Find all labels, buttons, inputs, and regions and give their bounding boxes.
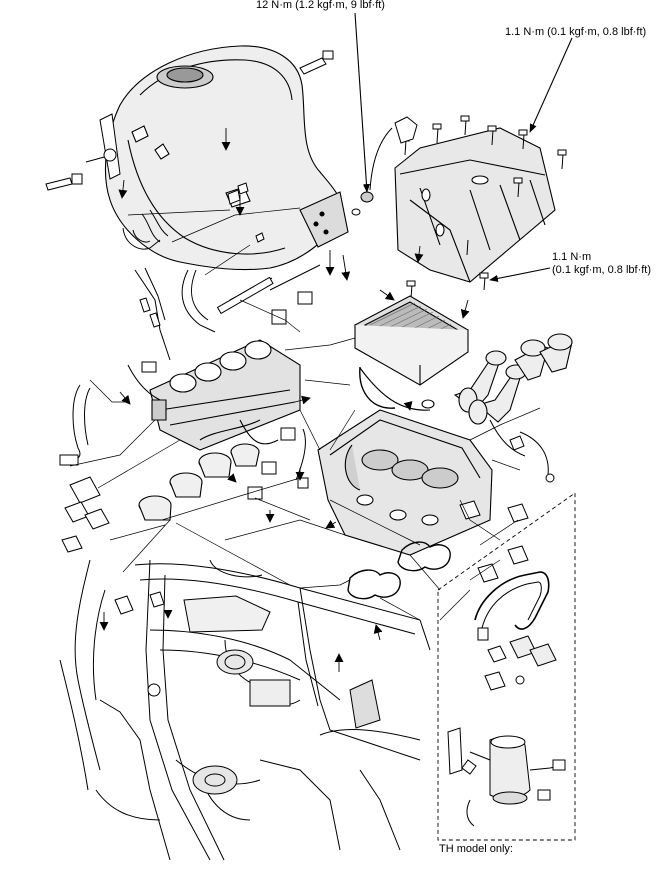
frame-and-engine [60, 560, 430, 860]
intake-insulators [139, 444, 259, 520]
throttle-body [150, 340, 300, 450]
fuel-tank [105, 46, 348, 270]
air-cleaner-cover [395, 128, 555, 282]
air-funnels [455, 334, 572, 424]
cover-screws [401, 116, 566, 298]
hoses-and-cables [64, 210, 548, 480]
housing-gaskets [348, 367, 450, 599]
th-model-caption: TH model only: [439, 843, 513, 855]
tank-fasteners [46, 51, 333, 242]
cover-sensor [352, 117, 417, 215]
torque-label-cover-screw: 1.1 N·m (0.1 kgf·m, 0.8 lbf·ft) [505, 26, 647, 38]
torque-leaders [355, 13, 572, 282]
torque-label-housing-screw: 1.1 N·m (0.1 kgf·m, 0.8 lbf·ft) [552, 251, 651, 277]
leader-lines [70, 208, 540, 620]
th-model-box [438, 493, 575, 840]
small-parts-left [60, 277, 312, 552]
air-cleaner-housing [318, 410, 492, 555]
torque-label-fuel-tank-bolt: 12 N·m (1.2 kgf·m, 9 lbf·ft) [256, 0, 385, 11]
torque-label-housing-line1: 1.1 N·m [552, 251, 592, 263]
torque-label-housing-line2: (0.1 kgf·m, 0.8 lbf·ft) [552, 264, 652, 276]
air-filter-element [355, 296, 468, 410]
right-side-sensors [460, 436, 554, 582]
direction-arrows [99, 128, 470, 672]
